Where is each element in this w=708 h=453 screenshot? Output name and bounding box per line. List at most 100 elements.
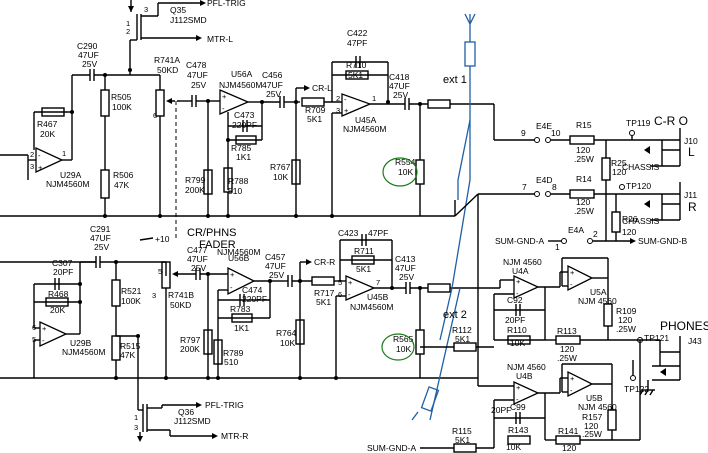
ext1-insert-box xyxy=(427,99,451,109)
u29a-label: U29A xyxy=(60,170,82,180)
r764-resistor xyxy=(295,319,305,345)
r157-resistor xyxy=(607,409,617,431)
r109-resistor xyxy=(603,303,613,327)
r788-label: R788 xyxy=(228,176,249,186)
r565-resistor xyxy=(415,329,425,355)
u45b-part: NJM4560M xyxy=(350,302,393,312)
net-cr-r: CR-R xyxy=(314,257,335,267)
r109-watt: .25W xyxy=(616,324,636,334)
cr-phns-label: CR/PHNS xyxy=(187,227,237,239)
green-circle-annotation xyxy=(382,157,418,187)
c478-value: 47UF xyxy=(187,70,208,80)
r467-value: 20K xyxy=(40,129,55,139)
c418-value: 47UF xyxy=(389,81,410,91)
r14-label: R14 xyxy=(576,174,592,184)
j10-label: J10 xyxy=(684,136,698,146)
u4a-label: U4A xyxy=(512,266,529,276)
r112-label: R112 xyxy=(452,325,472,335)
c99-label: C99 xyxy=(510,402,526,412)
svg-text:3: 3 xyxy=(152,291,156,300)
r113-watt: .25W xyxy=(557,353,577,363)
r789-resistor xyxy=(213,339,223,365)
svg-text:-: - xyxy=(230,283,233,292)
r109-label: R109 xyxy=(616,306,637,316)
phones-label: PHONES xyxy=(660,319,708,333)
c477-value: 47UF xyxy=(187,254,208,264)
u4a-opamp xyxy=(513,274,540,300)
svg-text:2: 2 xyxy=(336,94,340,103)
r467-resistor xyxy=(41,107,65,117)
r143-label: R143 xyxy=(508,425,529,435)
r799-label: R799 xyxy=(185,175,206,185)
chassis-label-2: CHASSIS xyxy=(622,216,660,226)
svg-text:10: 10 xyxy=(551,128,561,138)
svg-text:+: + xyxy=(230,270,235,279)
c-r-o-label: C-R O xyxy=(654,114,688,128)
u45b-label: U45B xyxy=(367,292,389,302)
q35-pin: 1 xyxy=(126,19,130,28)
ext2-insert-box xyxy=(427,283,451,293)
j43-phones-jack xyxy=(652,336,681,381)
r110-value: 10K xyxy=(510,338,525,348)
r113-resistor xyxy=(555,335,581,345)
r143-resistor xyxy=(507,435,531,445)
r110-label: R110 xyxy=(507,325,527,335)
r797-value: 200K xyxy=(180,344,200,354)
c290-label: C290 xyxy=(77,41,98,51)
u45a-part: NJM4560M xyxy=(343,124,386,134)
e4e-label: E4E xyxy=(536,121,552,131)
svg-text:5: 5 xyxy=(338,278,342,287)
r505-label: R505 xyxy=(111,92,132,102)
c307-label: C307 xyxy=(52,258,73,268)
r110-resistor xyxy=(507,335,531,345)
svg-text:+: + xyxy=(570,268,575,277)
svg-text:6: 6 xyxy=(338,290,342,299)
r26-label: R26 xyxy=(622,214,638,224)
c423-value: 47PF xyxy=(368,228,388,238)
q35-pin: 2 xyxy=(126,27,130,36)
svg-text:+: + xyxy=(38,163,43,172)
u56b-label: U56B xyxy=(228,253,250,263)
chassis-label: CHASSIS xyxy=(622,162,660,172)
c456-value: 47UF xyxy=(262,80,283,90)
r709-label: R709 xyxy=(305,105,326,115)
u29b-part: NJM4560M xyxy=(62,347,105,357)
r15-value: 120 xyxy=(576,145,590,155)
svg-text:7: 7 xyxy=(522,182,527,192)
c474-value: 220PF xyxy=(242,294,267,304)
r468-resistor xyxy=(45,297,69,307)
u56b-part: NJM4560M xyxy=(217,247,260,257)
r26-resistor xyxy=(611,211,621,233)
r717-resistor xyxy=(311,276,335,286)
q35-jfet: 1 2 3 xyxy=(126,0,206,70)
r789-label: R789 xyxy=(223,348,244,358)
r741b-label: R741B xyxy=(168,290,194,300)
r767-label: R767 xyxy=(270,162,291,172)
u4b-label: U4B xyxy=(516,371,533,381)
net-sum-gnd-a: SUM-GND-A xyxy=(495,236,544,246)
c457-label: C457 xyxy=(265,252,286,262)
u5b-part: NJM 4560 xyxy=(578,402,617,412)
j11-label: J11 xyxy=(684,190,697,200)
net-sum-gnd-b: SUM-GND-B xyxy=(638,236,687,246)
r710-value: 5K1 xyxy=(348,70,363,80)
svg-text:-: - xyxy=(42,336,45,345)
svg-text:2: 2 xyxy=(593,229,598,239)
r764-label: R764 xyxy=(276,328,297,338)
c291-rating: 25V xyxy=(94,242,109,252)
r141-value: 120 xyxy=(562,443,576,453)
c290-value: 47UF xyxy=(78,50,99,60)
c477-rating: 25V xyxy=(191,263,206,273)
r505-resistor xyxy=(100,89,110,117)
svg-text:1: 1 xyxy=(555,242,560,252)
r113-label: R113 xyxy=(557,326,577,336)
svg-text:-: - xyxy=(570,280,573,289)
r741a-pot xyxy=(155,89,165,117)
q35-part: J112SMD xyxy=(170,15,207,25)
c456-rating: 25V xyxy=(266,89,281,99)
right-channel-label: R xyxy=(688,200,697,214)
r115-resistor xyxy=(453,443,477,453)
r109-value: 120 xyxy=(618,315,632,325)
u5a-opamp xyxy=(567,264,594,292)
u4a-part: NJM 4560 xyxy=(503,257,542,267)
